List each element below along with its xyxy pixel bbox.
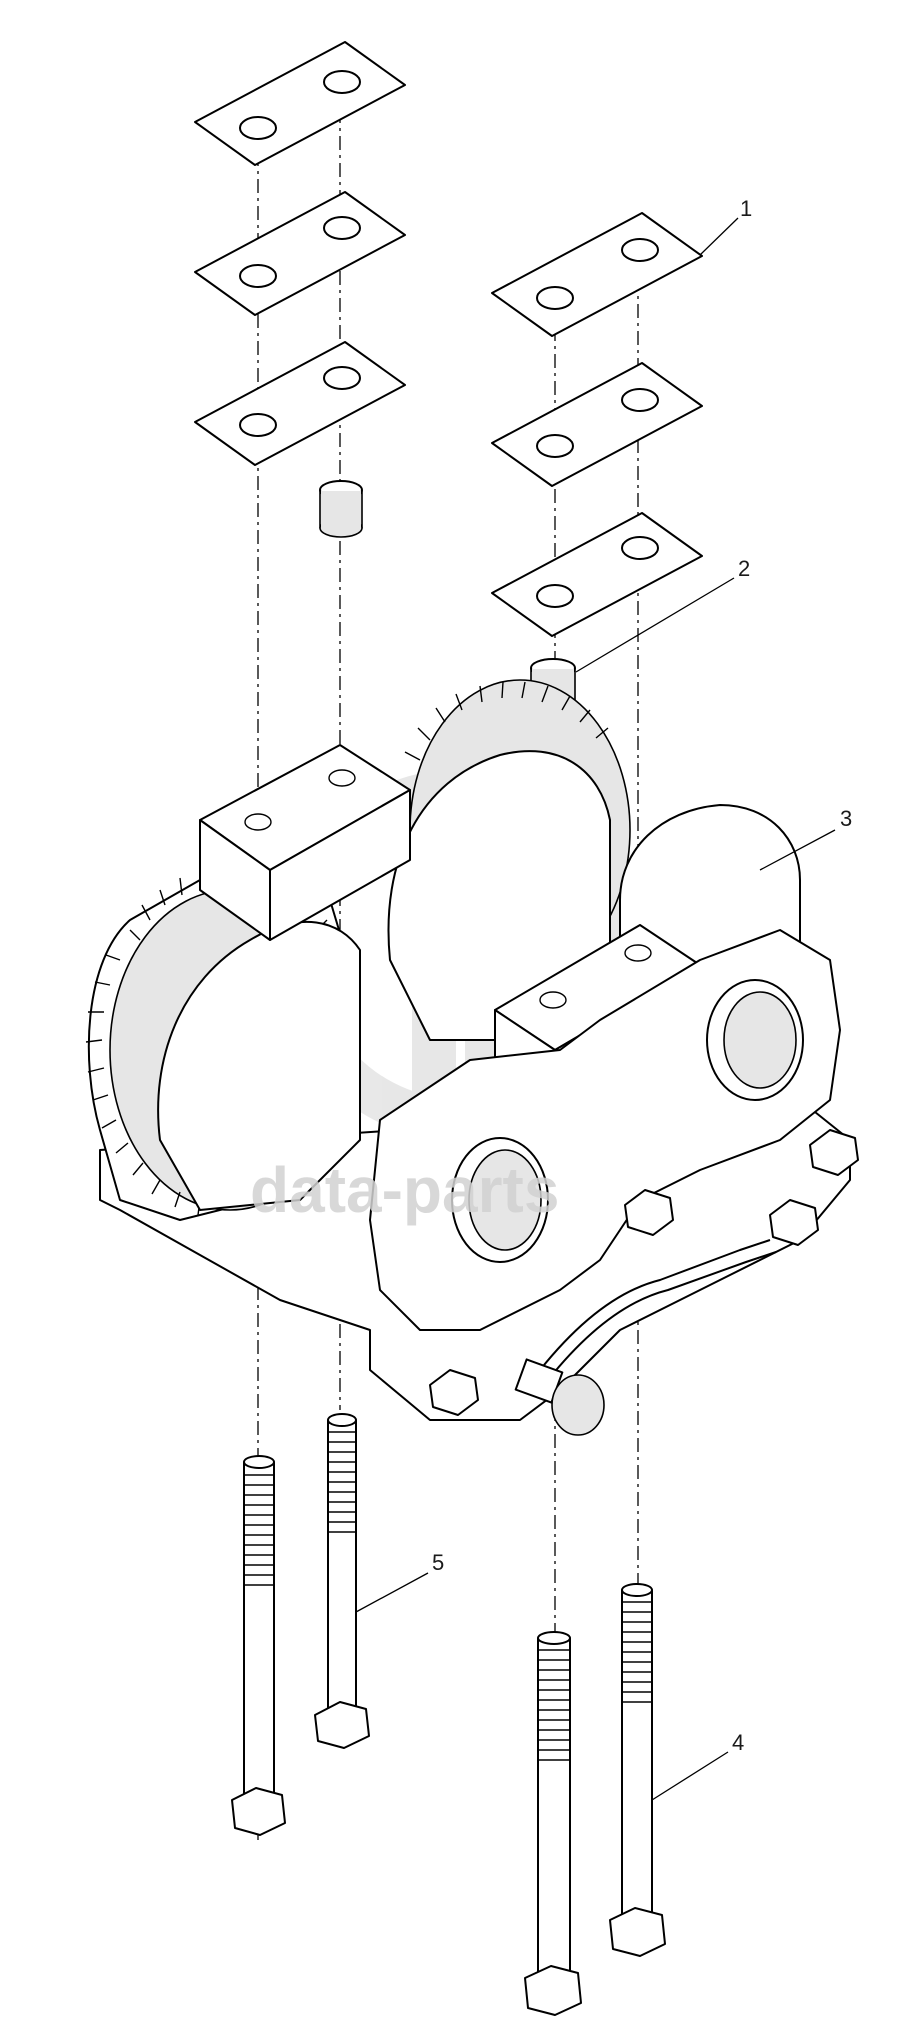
callout-label-2: 2 — [738, 556, 750, 581]
bolt — [524, 1631, 582, 2016]
callout-1: 1 — [699, 196, 752, 256]
bolt-set-item-5 — [231, 1413, 370, 1836]
shim-plate — [194, 341, 406, 466]
bolt-set-item-4 — [524, 1583, 666, 2016]
housing-bolt — [769, 1199, 819, 1246]
pipe-plug — [514, 1358, 605, 1436]
right-shim-stack — [491, 212, 703, 716]
watermark-text: data-parts — [250, 1154, 559, 1226]
shim-plate — [491, 212, 703, 337]
bolt — [609, 1583, 666, 1957]
shim-plate — [491, 512, 703, 637]
callout-5: 5 — [355, 1550, 444, 1613]
callout-label-4: 4 — [732, 1730, 744, 1755]
housing-bolt — [809, 1129, 859, 1176]
callout-3: 3 — [759, 806, 852, 871]
bearing-block-left — [199, 744, 411, 941]
callout-label-1: 1 — [740, 196, 752, 221]
shim-plate — [194, 41, 406, 166]
callout-2: 2 — [575, 556, 750, 673]
callout-label-3: 3 — [840, 806, 852, 831]
callout-4: 4 — [651, 1730, 744, 1801]
balancer-housing-assembly — [85, 679, 859, 1436]
bolt — [231, 1455, 286, 1836]
bore-left — [451, 1137, 549, 1263]
housing-bolt — [429, 1369, 479, 1416]
left-shim-stack — [194, 41, 406, 538]
shim-plate — [491, 362, 703, 487]
shim-plate — [194, 191, 406, 316]
bolt — [314, 1413, 370, 1749]
bushing — [319, 480, 363, 538]
housing-bolt — [624, 1189, 674, 1236]
bore-right — [706, 979, 804, 1101]
callout-label-5: 5 — [432, 1550, 444, 1575]
